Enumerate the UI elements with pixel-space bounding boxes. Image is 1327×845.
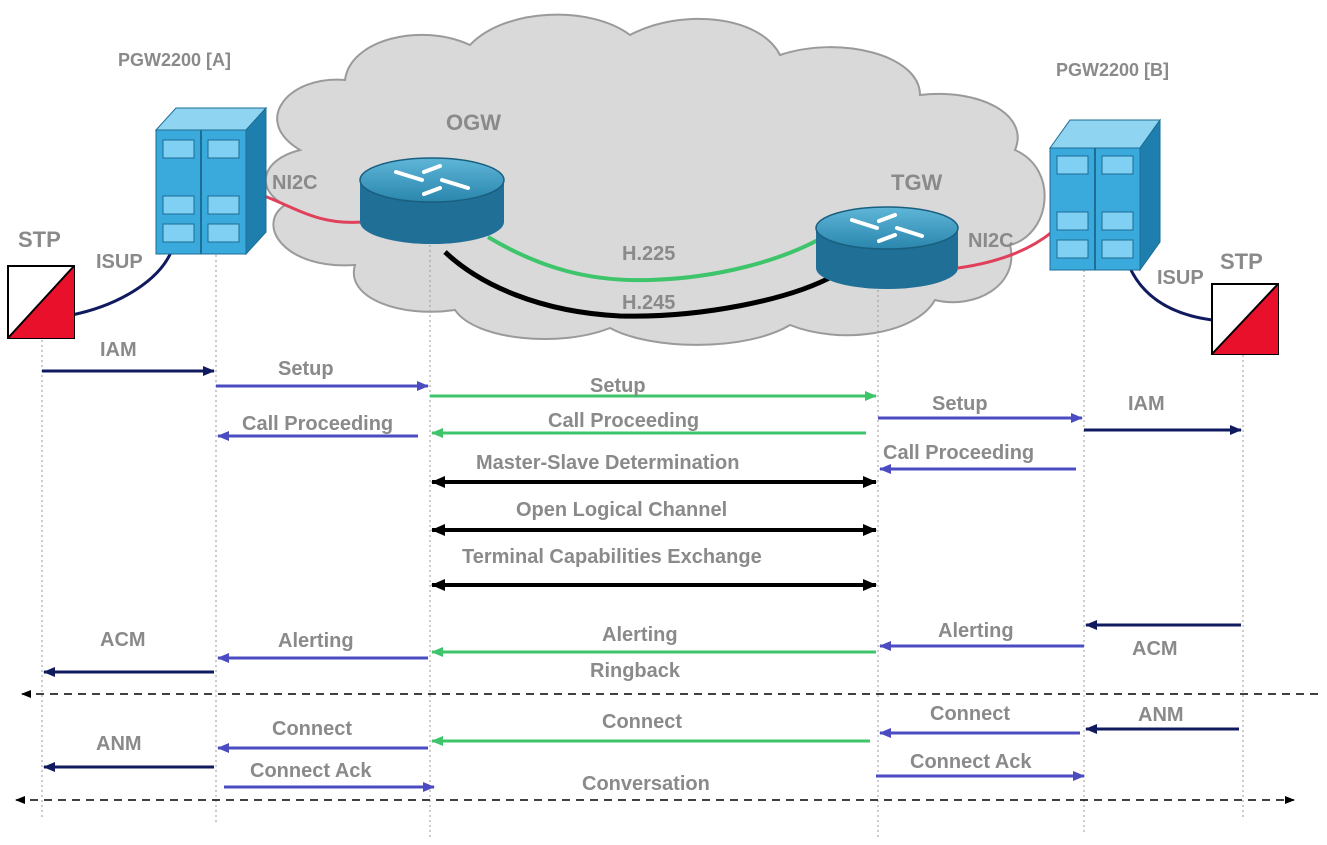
isup-link-right — [1128, 267, 1213, 322]
isup-link-left — [71, 249, 174, 317]
iam-right-label: IAM — [1128, 393, 1165, 415]
h245-link — [443, 250, 837, 319]
alerting-a-label: Alerting — [278, 630, 354, 652]
ni2c-left-label: NI2C — [272, 172, 318, 194]
olc-label: Open Logical Channel — [516, 499, 727, 521]
pgw-a-server-icon — [154, 106, 268, 256]
alerting-b-label: Alerting — [938, 620, 1014, 642]
h245-label: H.245 — [622, 292, 675, 314]
connect-ack-b-label: Connect Ack — [910, 751, 1032, 773]
call-proceeding-ogw-label: Call Proceeding — [242, 413, 393, 435]
anm-right-label: ANM — [1138, 704, 1184, 726]
acm-right-label: ACM — [1132, 638, 1178, 660]
connect-ack-a-label: Connect Ack — [250, 760, 372, 782]
tgw-router-icon — [815, 206, 959, 289]
pgw-b-label: PGW2200 [B] — [1056, 60, 1169, 80]
stp-left-icon — [7, 265, 75, 339]
pgw-a-label: PGW2200 [A] — [118, 50, 231, 70]
isup-left-label: ISUP — [96, 251, 143, 273]
h225-link — [486, 235, 819, 283]
connect-tgw-label: Connect — [602, 711, 682, 733]
iam-left-label: IAM — [100, 339, 137, 361]
ogw-label: OGW — [446, 110, 501, 135]
isup-right-label: ISUP — [1157, 267, 1204, 289]
pgw-b-server-icon — [1049, 118, 1161, 272]
setup-a-label: Setup — [278, 358, 334, 380]
conversation-label: Conversation — [582, 773, 710, 795]
connect-a-label: Connect — [272, 718, 352, 740]
ni2c-right-label: NI2C — [968, 230, 1014, 252]
acm-left-label: ACM — [100, 629, 146, 651]
network-links — [71, 193, 1213, 322]
setup-b-label: Setup — [932, 393, 988, 415]
setup-ogw-label: Setup — [590, 375, 646, 397]
connect-b-label: Connect — [930, 703, 1010, 725]
ni2c-link-left — [261, 193, 363, 224]
ringback-label: Ringback — [590, 660, 681, 682]
tce-label: Terminal Capabilities Exchange — [462, 546, 762, 568]
alerting-tgw-label: Alerting — [602, 624, 678, 646]
h225-label: H.225 — [622, 243, 675, 265]
stp-right-label: STP — [1220, 249, 1263, 274]
anm-left-label: ANM — [96, 733, 142, 755]
msd-label: Master-Slave Determination — [476, 452, 739, 474]
call-proceeding-tgw-label: Call Proceeding — [548, 410, 699, 432]
lifelines — [41, 240, 1244, 840]
stp-right-icon — [1211, 283, 1279, 355]
ni2c-link-right — [957, 230, 1053, 270]
tgw-label: TGW — [891, 170, 943, 195]
stp-left-label: STP — [18, 227, 61, 252]
call-proceeding-b-label: Call Proceeding — [883, 442, 1034, 464]
ogw-router-icon — [359, 157, 505, 244]
